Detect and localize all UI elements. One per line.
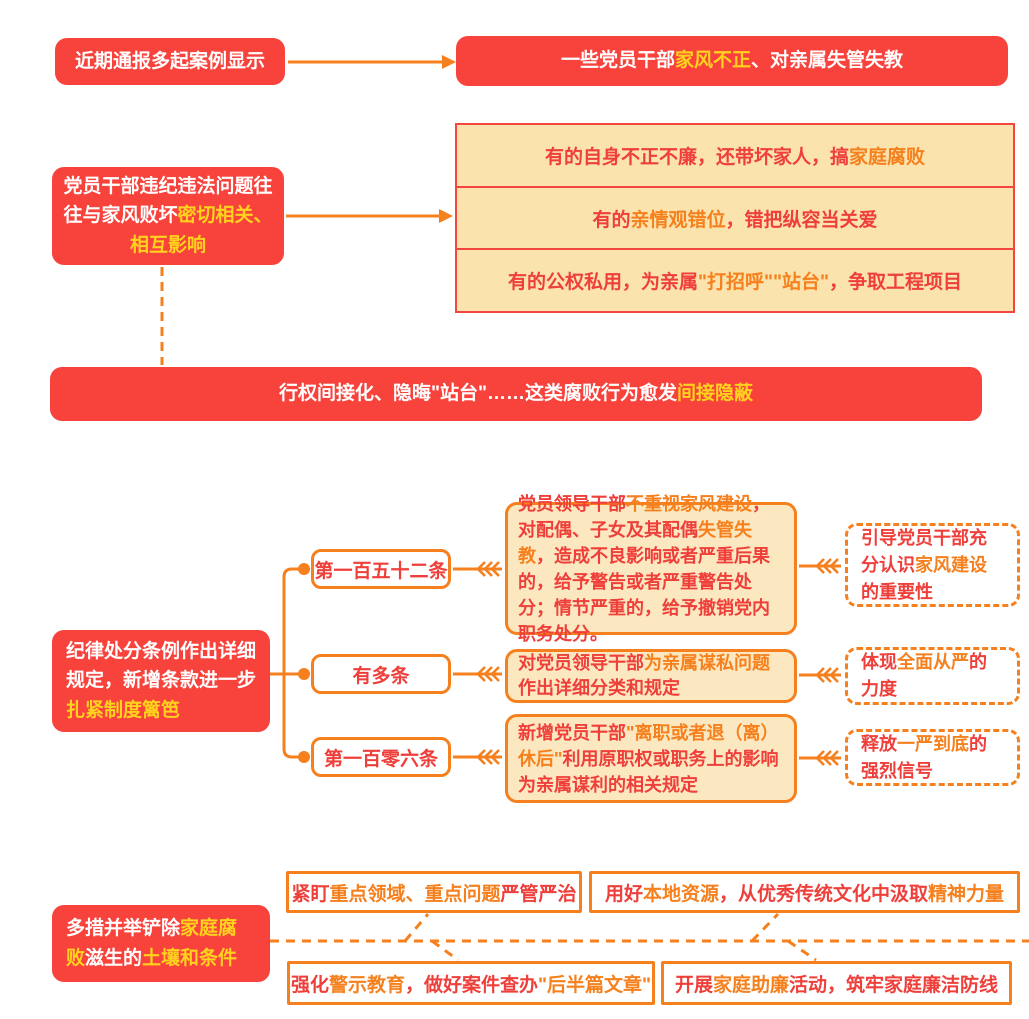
example-row-3: 有的公权私用，为亲属"打招呼""站台"，争取工程项目 [457,248,1013,311]
measures-overview-text: 多措并举铲除家庭腐败滋生的土壤和条件 [66,918,238,969]
article-detail-152: 党员领导干部不重视家风建设，对配偶、子女及其配偶失管失教，造成不良影响或者严重后… [505,494,797,644]
case-source-box: 近期通报多起案例显示 [55,38,285,85]
detail-effect-connectors [799,564,841,760]
chevron-marks-left [476,561,500,765]
case-result-box: 一些党员干部家风不正、对亲属失管失教 [456,36,1008,86]
hidden-corruption-banner-text: 行权间接化、隐晦"站台"……这类腐败行为愈发间接隐蔽 [278,383,754,405]
article-detail-multiple: 对党员领导干部为亲属谋私问题作出详细分类和规定 [505,649,797,703]
effect-box-2-text: 体现全面从严的力度 [861,652,987,699]
effect-box-3: 释放一严到底的强烈信号 [845,729,1020,786]
example-row-2-text: 有的亲情观错位，错把纵容当关爱 [592,209,878,231]
measures-overview-box: 多措并举铲除家庭腐败滋生的土壤和条件 [52,905,270,982]
example-row-3-text: 有的公权私用，为亲属"打招呼""站台"，争取工程项目 [507,272,963,294]
measure-box-2-text: 用好本地资源，从优秀传统文化中汲取精神力量 [604,883,1005,905]
article-detail-106-text: 新增党员干部"离职或者退（离）休后"利用原职权或职务上的影响为亲属谋利的相关规定 [518,722,779,795]
bracket-dots [298,563,310,763]
effect-box-1: 引导党员干部充分认识家风建设的重要性 [845,523,1020,607]
regulation-overview-text: 纪律处分条例作出详细规定，新增条款进一步扎紧制度篱笆 [66,640,257,721]
problem-cause-text: 党员干部违纪违法问题往往与家风败坏密切相关、相互影响 [63,175,273,256]
arrowhead-section2 [439,209,453,223]
bracket-connector [268,567,302,759]
measure-box-4-text: 开展家庭助廉活动，筑牢家庭廉洁防线 [674,974,999,996]
measure-box-1: 紧盯重点领域、重点问题严管严治 [286,871,582,913]
case-result-text: 一些党员干部家风不正、对亲属失管失教 [560,50,904,72]
regulation-overview-box: 纪律处分条例作出详细规定，新增条款进一步扎紧制度篱笆 [52,630,270,732]
node-detail-connectors [453,567,502,759]
measure-box-4: 开展家庭助廉活动，筑牢家庭廉洁防线 [661,961,1012,1005]
hidden-corruption-banner: 行权间接化、隐晦"站台"……这类腐败行为愈发间接隐蔽 [50,367,982,421]
arrowhead-top [442,55,456,69]
article-node-152: 第一百五十二条 [311,549,451,589]
effect-box-1-text: 引导党员干部充分认识家风建设的重要性 [861,527,987,602]
article-detail-106: 新增党员干部"离职或者退（离）休后"利用原职权或职务上的影响为亲属谋利的相关规定 [505,714,797,803]
problem-cause-box: 党员干部违纪违法问题往往与家风败坏密切相关、相互影响 [52,167,284,265]
article-node-multiple: 有多条 [311,654,451,694]
effect-box-2: 体现全面从严的力度 [845,647,1020,705]
example-row-2: 有的亲情观错位，错把纵容当关爱 [457,185,1013,249]
measure-box-1-text: 紧盯重点领域、重点问题严管严治 [291,883,577,905]
article-detail-152-text: 党员领导干部不重视家风建设，对配偶、子女及其配偶失管失教，造成不良影响或者严重后… [518,493,770,644]
example-row-1-text: 有的自身不正不廉，还带坏家人，搞家庭腐败 [544,146,926,168]
measure-box-3: 强化警示教育，做好案件查办"后半篇文章" [287,961,655,1005]
measure-box-2: 用好本地资源，从优秀传统文化中汲取精神力量 [589,871,1020,913]
problem-examples-list: 有的自身不正不廉，还带坏家人，搞家庭腐败 有的亲情观错位，错把纵容当关爱 有的公… [455,123,1015,313]
effect-box-3-text: 释放一严到底的强烈信号 [861,733,987,781]
article-node-106: 第一百零六条 [311,737,451,777]
example-row-1: 有的自身不正不廉，还带坏家人，搞家庭腐败 [457,125,1013,186]
chevron-marks-right [815,558,839,766]
article-detail-multiple-text: 对党员领导干部为亲属谋私问题作出详细分类和规定 [518,653,770,698]
measures-dashed-lines [270,912,1029,962]
measure-box-3-text: 强化警示教育，做好案件查办"后半篇文章" [290,974,652,996]
